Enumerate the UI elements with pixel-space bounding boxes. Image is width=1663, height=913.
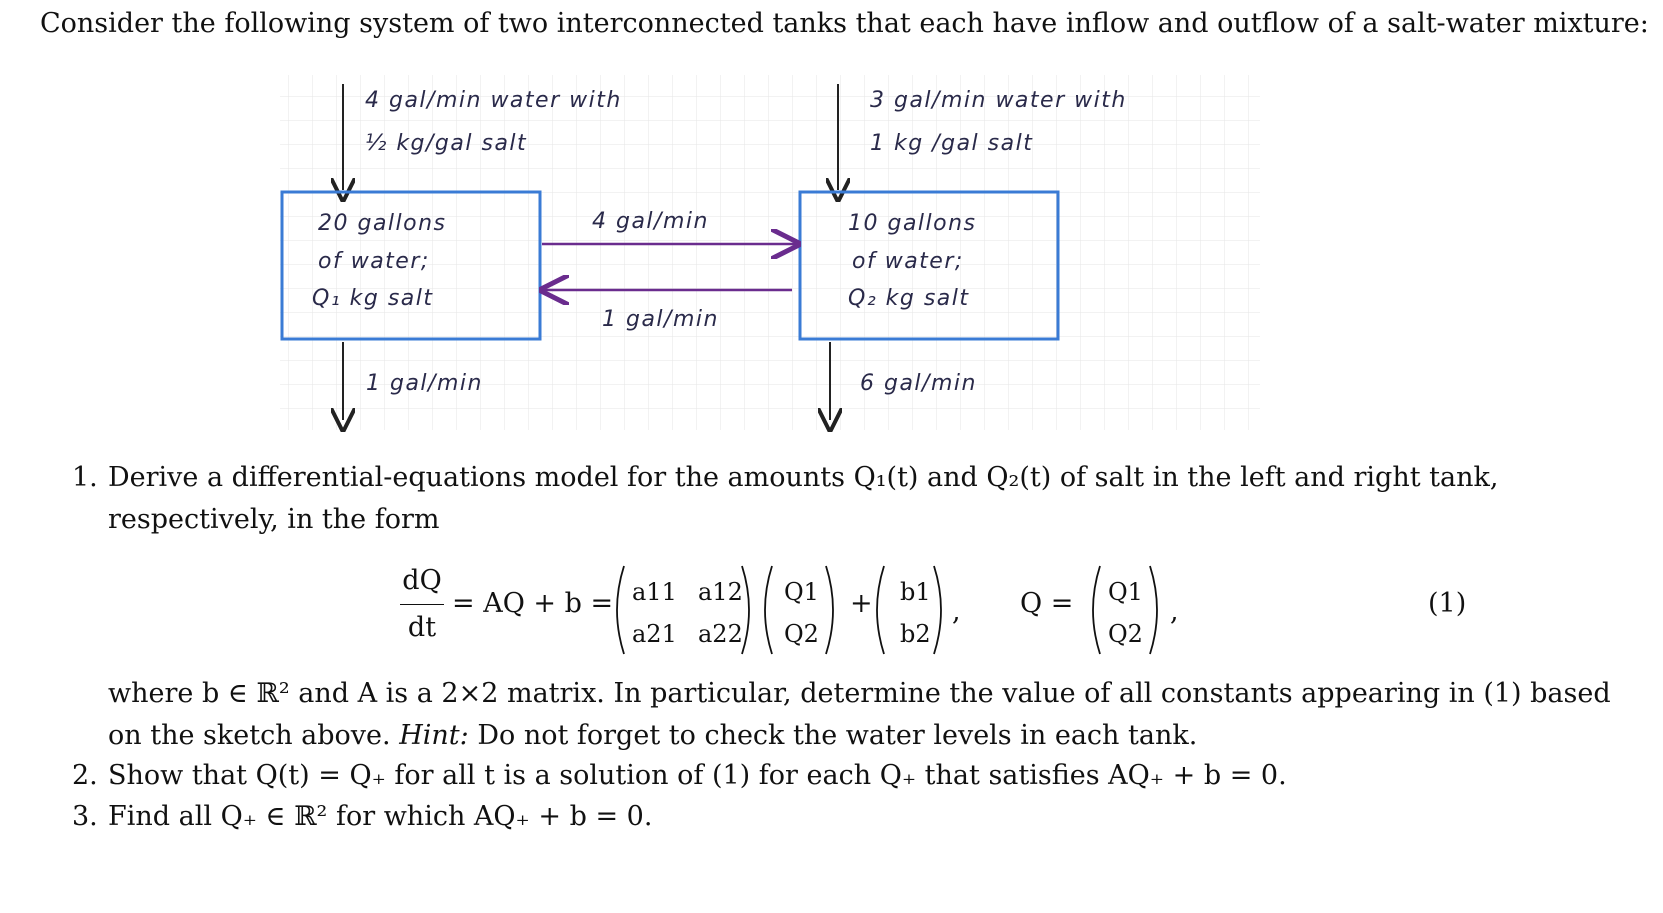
item-2-number: 2. (72, 760, 98, 791)
item-1-text-line-4-a: on the sketch above. (108, 720, 391, 751)
item-1-text-line-3: where b ∈ ℝ² and A is a 2×2 matrix. In p… (108, 678, 1611, 709)
item-1-number: 1. (72, 462, 98, 493)
equation-1: dQ dt = AQ + b = a11 a12 a21 a22 Q1 Q2 +… (400, 560, 1500, 660)
item-3-text: Find all Q₊ ∈ ℝ² for which AQ₊ + b = 0. (108, 801, 653, 832)
tank-sketch: 4 gal/min water with ½ kg/gal salt 3 gal… (280, 75, 1260, 470)
left-inflow-label-2: ½ kg/gal salt (365, 131, 527, 156)
eq-fraction-bar (400, 604, 444, 605)
right-tank-label-2: of water; (852, 249, 964, 274)
right-tank-label-3: Q₂ kg salt (848, 286, 970, 311)
eq-number: (1) (1428, 588, 1467, 619)
left-tank-label-1: 20 gallons (318, 211, 447, 236)
eq-plus: + (850, 588, 873, 619)
eq-aq-plus-b: = AQ + b = (452, 588, 614, 619)
matrix-a22: a22 (698, 620, 743, 648)
flow-left-label: 1 gal/min (602, 307, 719, 332)
q-def-q2: Q2 (1108, 620, 1143, 648)
matrix-a12: a12 (698, 578, 743, 606)
intro-text: Consider the following system of two int… (40, 8, 1649, 39)
right-outflow-label: 6 gal/min (860, 371, 977, 396)
left-tank-label-2: of water; (318, 249, 430, 274)
eq-brackets (616, 565, 942, 655)
eq-lhs-den: dt (407, 612, 437, 643)
eq-comma-2: , (1170, 596, 1179, 627)
item-2-text: Show that Q(t) = Q₊ for all t is a solut… (108, 760, 1287, 791)
right-inflow-label-1: 3 gal/min water with (870, 88, 1127, 113)
vector-q1: Q1 (784, 578, 819, 606)
left-tank (280, 190, 542, 341)
right-tank (798, 190, 1060, 341)
item-1-text-line-2: respectively, in the form (108, 504, 440, 535)
matrix-a21: a21 (632, 620, 677, 648)
matrix-a11: a11 (632, 578, 677, 606)
item-1-text-line-4-b: Do not forget to check the water levels … (477, 720, 1198, 751)
eq-comma-1: , (952, 596, 961, 627)
hint-label: Hint: (399, 720, 469, 751)
item-1-text-line-1: Derive a differential-equations model fo… (108, 462, 1499, 493)
item-3-number: 3. (72, 801, 98, 832)
right-tank-label-1: 10 gallons (848, 211, 977, 236)
eq-q-brackets (1092, 565, 1158, 655)
right-inflow-label-2: 1 kg /gal salt (870, 131, 1033, 156)
vector-b2: b2 (900, 620, 931, 648)
flow-right-label: 4 gal/min (592, 209, 709, 234)
vector-b1: b1 (900, 578, 931, 606)
grid-background (280, 75, 1260, 430)
item-1-text-line-4: on the sketch above. Hint: Do not forget… (108, 720, 1197, 751)
vector-q2: Q2 (784, 620, 819, 648)
left-inflow-label-1: 4 gal/min water with (365, 88, 622, 113)
q-def-q1: Q1 (1108, 578, 1143, 606)
eq-q-def: Q = (1020, 588, 1074, 619)
left-tank-label-3: Q₁ kg salt (312, 286, 434, 311)
eq-lhs-num: dQ (402, 565, 442, 596)
left-outflow-label: 1 gal/min (366, 371, 483, 396)
